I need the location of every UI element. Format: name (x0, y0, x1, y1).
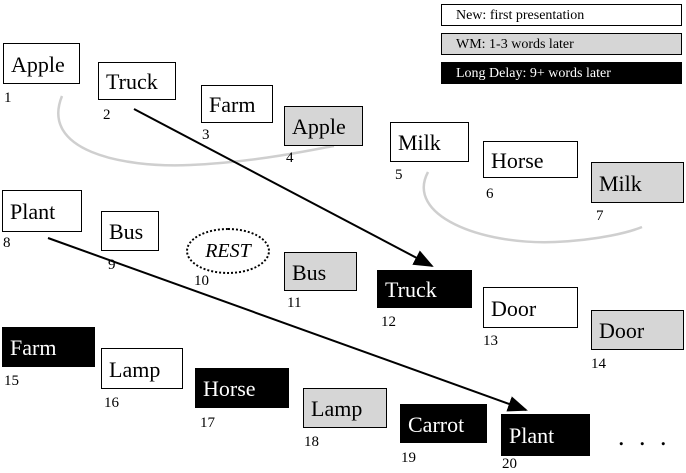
word-index-19: 19 (401, 450, 416, 466)
word-box-16: Lamp (101, 348, 183, 389)
legend-wm: WM: 1-3 words later (441, 33, 682, 55)
long-delay-arrow-plant (47, 237, 528, 412)
word-index-13: 13 (483, 333, 498, 349)
word-box-6: Horse (483, 141, 578, 178)
word-box-4: Apple (284, 106, 363, 146)
word-box-14: Door (591, 310, 684, 350)
word-box-3: Farm (201, 85, 273, 123)
word-box-2: Truck (98, 62, 176, 100)
word-index-17: 17 (200, 415, 215, 431)
word-index-1: 1 (4, 90, 12, 106)
word-index-8: 8 (3, 235, 11, 251)
word-index-4: 4 (286, 150, 294, 166)
wm-arc-milk (422, 171, 643, 244)
word-index-12: 12 (381, 314, 396, 330)
word-index-7: 7 (596, 208, 604, 224)
legend-long-delay: Long Delay: 9+ words later (441, 62, 682, 84)
rest-break-oval: REST (186, 228, 270, 274)
word-box-5: Milk (390, 122, 469, 162)
wm-arc-apple (57, 95, 335, 167)
long-delay-arrow-truck (133, 108, 434, 267)
word-index-9: 9 (108, 257, 116, 273)
word-index-16: 16 (104, 395, 119, 411)
word-index-20: 20 (502, 456, 517, 472)
word-box-18: Lamp (303, 388, 387, 428)
word-box-12: Truck (377, 270, 472, 308)
word-box-17: Horse (195, 368, 289, 408)
word-box-19: Carrot (400, 404, 487, 443)
word-box-1: Apple (3, 43, 80, 84)
word-index-5: 5 (395, 167, 403, 183)
word-box-11: Bus (284, 252, 357, 291)
word-index-11: 11 (287, 295, 302, 311)
word-box-20: Plant (501, 414, 590, 456)
word-box-9: Bus (101, 211, 159, 251)
word-index-6: 6 (486, 186, 494, 202)
continuation-ellipsis: . . . (618, 422, 671, 451)
word-index-2: 2 (103, 107, 111, 123)
word-box-8: Plant (2, 190, 82, 232)
word-index-10: 10 (194, 273, 209, 289)
word-box-7: Milk (591, 162, 684, 203)
word-index-14: 14 (591, 356, 606, 372)
legend-new: New: first presentation (441, 4, 682, 26)
word-box-15: Farm (2, 327, 95, 367)
word-box-13: Door (483, 287, 578, 328)
word-index-18: 18 (304, 434, 319, 450)
word-index-15: 15 (4, 373, 19, 389)
word-index-3: 3 (202, 127, 210, 143)
